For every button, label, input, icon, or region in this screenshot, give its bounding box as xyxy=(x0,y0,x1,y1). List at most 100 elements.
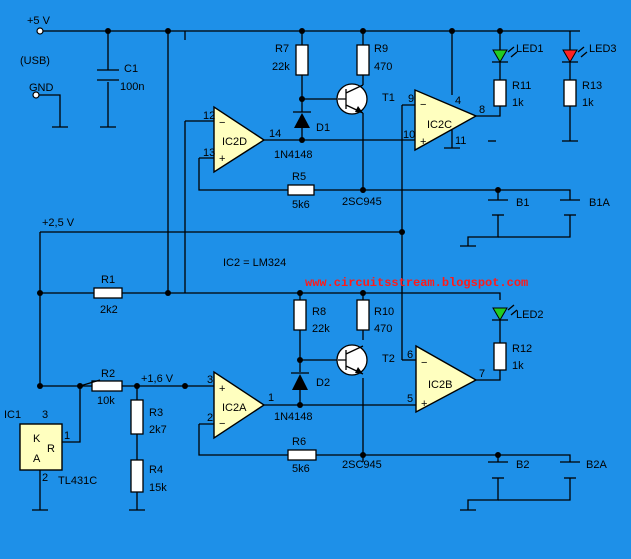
r8-value: 22k xyxy=(312,323,330,335)
ic1-pin2: 2 xyxy=(42,472,48,484)
opamp-ic2a: − + xyxy=(213,370,266,440)
website-label: www.circuitsstream.blogspot.com xyxy=(305,276,528,290)
half-rail-label: +2,5 V xyxy=(42,217,75,229)
r9-name: R9 xyxy=(374,43,388,55)
resistor-r7 xyxy=(295,44,309,76)
ic1-pin3: 3 xyxy=(42,409,48,421)
r2-name: R2 xyxy=(101,368,115,380)
resistor-r11 xyxy=(493,79,507,107)
pin-b-noninv: 5 xyxy=(407,393,413,405)
r5-value: 5k6 xyxy=(292,199,310,211)
ic1-pin1: 1 xyxy=(64,430,70,442)
ic1-tl431 xyxy=(19,423,63,471)
d1-name: D1 xyxy=(316,122,330,134)
b2-label: B2 xyxy=(516,459,529,471)
opamp-ic2c: − + xyxy=(414,88,478,152)
vcc-label: +5 V xyxy=(27,15,51,27)
resistor-r1 xyxy=(93,287,123,299)
b1a-label: B1A xyxy=(589,197,610,209)
c1-value: 100n xyxy=(120,81,144,93)
ic1-a: A xyxy=(33,453,41,465)
r10-name: R10 xyxy=(374,306,394,318)
battery-b1a xyxy=(560,199,580,216)
ic2a-label: IC2A xyxy=(222,402,247,414)
r4-value: 15k xyxy=(149,482,167,494)
svg-text:−: − xyxy=(219,117,225,129)
svg-text:+: + xyxy=(420,136,426,148)
opamp-ic2d: − + xyxy=(213,105,266,174)
pin-d-out: 14 xyxy=(269,128,281,140)
b1-label: B1 xyxy=(516,197,529,209)
gnd-terminal xyxy=(32,91,40,99)
ref-label: +1,6 V xyxy=(141,373,174,385)
ic1-r: R xyxy=(47,443,55,455)
ic2b-label: IC2B xyxy=(428,379,452,391)
led-led3 xyxy=(562,46,588,63)
diodes xyxy=(291,111,311,390)
r6-name: R6 xyxy=(292,436,306,448)
resistor-r8 xyxy=(293,299,307,331)
pin-c-noninv: 10 xyxy=(403,129,415,141)
diode-d1 xyxy=(294,113,310,128)
r8-name: R8 xyxy=(312,306,326,318)
pin-a-noninv: 3 xyxy=(207,374,213,386)
d2-name: D2 xyxy=(316,377,330,389)
ic1-type: TL431C xyxy=(58,475,97,487)
c1-name: C1 xyxy=(124,63,138,75)
ic2d-label: IC2D xyxy=(222,136,247,148)
pin-d-inv: 12 xyxy=(203,110,215,122)
svg-text:+: + xyxy=(219,153,225,165)
pin-a-inv: 2 xyxy=(207,412,213,424)
capacitor-c1 xyxy=(97,69,119,81)
led3-label: LED3 xyxy=(589,43,617,55)
transistor-t2 xyxy=(336,344,368,376)
pin-d-noninv: 13 xyxy=(203,147,215,159)
r10-value: 470 xyxy=(374,323,392,335)
ic1-name: IC1 xyxy=(4,409,21,421)
r2-value: 10k xyxy=(97,395,115,407)
r13-name: R13 xyxy=(582,80,602,92)
led1-label: LED1 xyxy=(516,43,544,55)
resistor-r10 xyxy=(356,299,370,331)
gnd-label: GND xyxy=(29,82,54,94)
resistor-r13 xyxy=(563,79,577,107)
r4-name: R4 xyxy=(149,464,163,476)
pin-b-inv: 6 xyxy=(407,349,413,361)
resistors xyxy=(79,44,577,493)
svg-text:−: − xyxy=(219,418,225,430)
wires xyxy=(32,30,580,511)
r7-name: R7 xyxy=(275,43,289,55)
b2a-label: B2A xyxy=(586,459,607,471)
svg-text:+: + xyxy=(219,383,225,395)
resistor-r4 xyxy=(130,459,144,493)
r9-value: 470 xyxy=(374,61,392,73)
led-led2 xyxy=(492,304,518,321)
pin-c-gnd: 11 xyxy=(455,135,466,147)
battery-b2 xyxy=(488,461,508,479)
battery-b2a xyxy=(560,461,580,479)
ic2c-label: IC2C xyxy=(427,119,452,131)
led-led1 xyxy=(492,46,518,63)
resistor-r9 xyxy=(356,44,370,76)
battery-b1 xyxy=(488,199,508,216)
junction-dots xyxy=(37,28,503,458)
svg-text:−: − xyxy=(420,99,426,111)
diode-d2 xyxy=(292,374,308,390)
transistor-t1 xyxy=(336,83,368,115)
t1-type: 2SC945 xyxy=(342,196,382,208)
opamp-ic2b: − + xyxy=(415,344,478,414)
r12-name: R12 xyxy=(512,343,532,355)
r5-name: R5 xyxy=(292,171,306,183)
svg-text:−: − xyxy=(421,357,427,369)
t1-name: T1 xyxy=(382,92,395,104)
d1-type: 1N4148 xyxy=(274,149,313,161)
led2-label: LED2 xyxy=(516,309,544,321)
svg-text:+: + xyxy=(421,398,427,410)
resistor-r5 xyxy=(287,184,315,196)
r1-value: 2k2 xyxy=(100,304,118,316)
resistor-r3 xyxy=(130,399,144,435)
resistor-r12 xyxy=(493,342,507,371)
r7-value: 22k xyxy=(272,61,290,73)
